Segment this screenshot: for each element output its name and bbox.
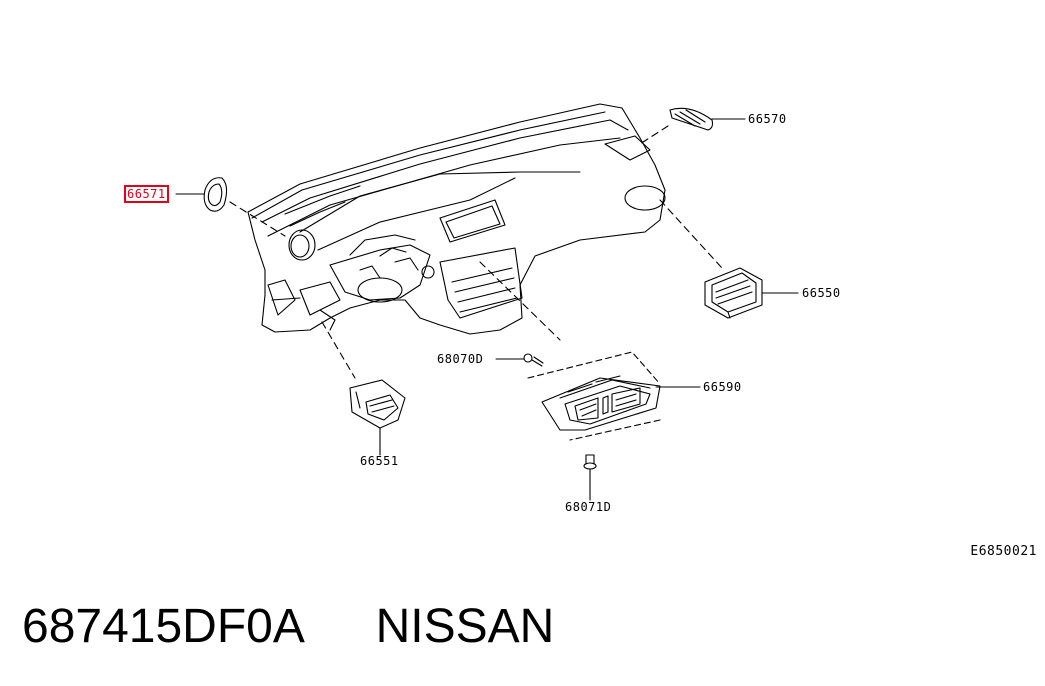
- dashboard-assembly: [247, 103, 666, 335]
- callout-66571[interactable]: 66571: [124, 185, 169, 203]
- side-ventilator-right: [704, 267, 763, 319]
- part-number: 687415DF0A: [22, 600, 305, 653]
- assembly-leaders: [229, 125, 723, 379]
- callout-68071d[interactable]: 68071D: [565, 500, 612, 514]
- center-vent-bracket: [527, 351, 661, 441]
- screw-68071: [583, 454, 597, 470]
- diagram-code: E6850021: [970, 544, 1037, 559]
- brand-name: NISSAN: [375, 600, 555, 653]
- callout-leaders: [175, 118, 799, 501]
- callout-66570[interactable]: 66570: [748, 112, 787, 126]
- center-ventilator: [541, 375, 661, 431]
- side-defroster-grille: [203, 177, 228, 212]
- callout-68070d[interactable]: 68070D: [437, 352, 484, 366]
- callout-66590[interactable]: 66590: [703, 380, 742, 394]
- side-ventilator-left: [349, 379, 406, 429]
- screw-68070: [523, 353, 544, 367]
- footer-caption: 687415DF0A NISSAN: [22, 598, 554, 656]
- callout-66550[interactable]: 66550: [802, 286, 841, 300]
- callout-66551[interactable]: 66551: [360, 454, 399, 468]
- center-defroster-grille: [669, 107, 714, 131]
